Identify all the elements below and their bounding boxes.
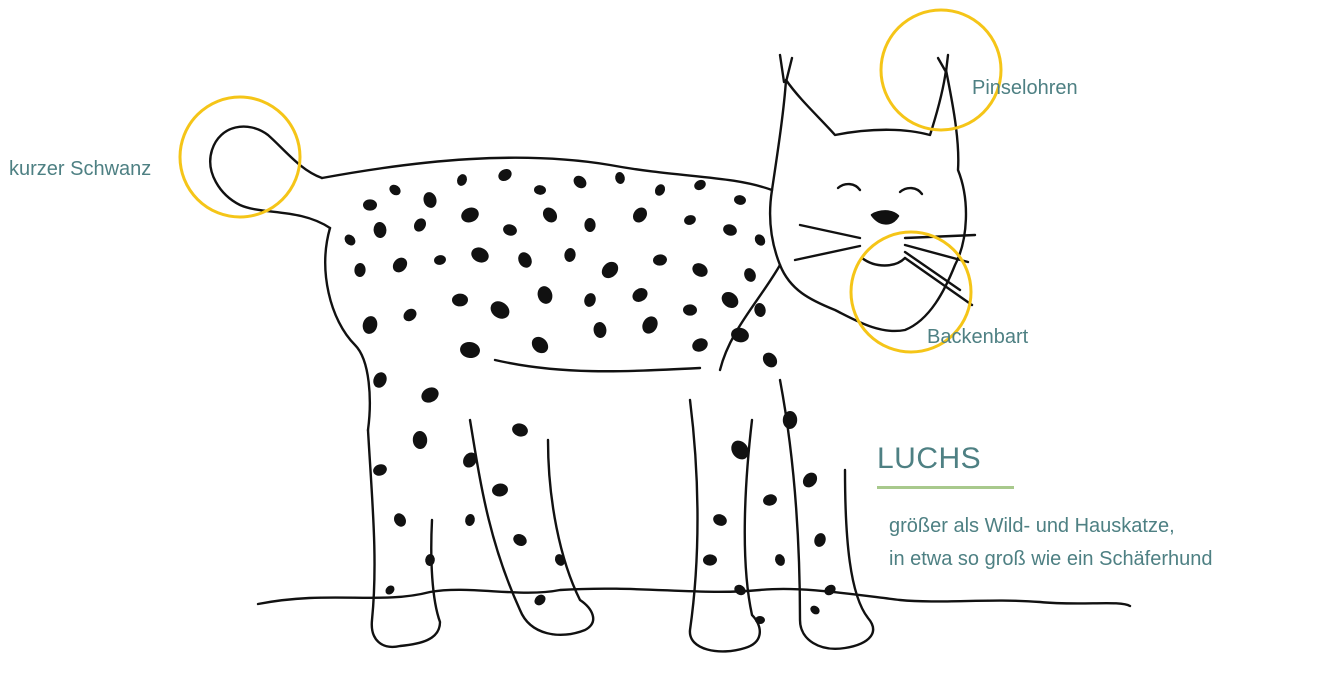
coat-spot <box>425 553 436 566</box>
coat-spot <box>455 173 468 188</box>
coat-spot <box>718 289 741 312</box>
belly-outline <box>495 360 700 371</box>
nose <box>872 211 898 223</box>
coat-spot <box>614 171 626 185</box>
coat-spot <box>534 185 547 196</box>
coat-spot <box>342 232 357 247</box>
species-title: LUCHS <box>877 442 981 476</box>
coat-spot <box>452 293 468 306</box>
mouth <box>862 258 905 266</box>
coat-spot <box>760 350 780 370</box>
coat-spot <box>412 431 427 450</box>
coat-spot <box>653 183 667 198</box>
coat-spot <box>683 304 698 316</box>
head-outline <box>770 70 966 331</box>
coat-spot <box>813 532 828 549</box>
coat-spot <box>630 285 650 305</box>
coat-spot <box>412 216 429 234</box>
coat-spot <box>371 370 389 390</box>
coat-spot <box>800 470 820 490</box>
eye-left <box>838 184 860 190</box>
coat-spot <box>511 532 529 548</box>
coat-spot <box>392 511 409 529</box>
coat-spot <box>703 554 718 566</box>
coat-spot <box>582 292 597 309</box>
annotation-beard: Backenbart <box>927 326 1028 349</box>
coat-spot <box>733 194 746 206</box>
highlight-circle-ears <box>881 10 1001 130</box>
coat-spot <box>563 247 576 263</box>
coat-spot <box>487 298 513 323</box>
coat-spot <box>553 553 567 568</box>
coat-spot <box>469 245 491 266</box>
coat-spot <box>753 232 768 247</box>
coat-spot <box>722 222 739 237</box>
eye-right <box>900 188 922 194</box>
coat-spot <box>742 266 758 283</box>
lynx-spots <box>342 167 837 625</box>
description-line-1: größer als Wild- und Hauskatze, <box>889 510 1213 543</box>
coat-spot <box>652 254 667 267</box>
coat-spot <box>532 592 547 607</box>
coat-spot <box>732 583 747 598</box>
coat-spot <box>363 199 377 210</box>
coat-spot <box>730 326 751 344</box>
coat-spot <box>535 284 554 306</box>
annotation-ears: Pinselohren <box>972 77 1078 100</box>
coat-spot <box>584 218 595 232</box>
coat-spot <box>433 254 447 266</box>
species-description: größer als Wild- und Hauskatze, in etwa … <box>889 510 1213 576</box>
coat-spot <box>773 553 786 568</box>
coat-spot <box>762 493 778 507</box>
coat-spot <box>361 315 379 336</box>
coat-spot <box>401 306 419 324</box>
description-line-2: in etwa so groß wie ein Schäferhund <box>889 543 1213 576</box>
highlight-circle-tail <box>180 97 300 217</box>
coat-spot <box>593 321 608 339</box>
coat-spot <box>419 384 442 405</box>
rear-leg-outer <box>368 430 440 647</box>
coat-spot <box>390 255 410 275</box>
coat-spot <box>809 604 822 616</box>
coat-spot <box>822 583 837 598</box>
coat-spot <box>422 191 439 210</box>
coat-spot <box>630 205 650 225</box>
coat-spot <box>711 512 728 528</box>
coat-spot <box>372 462 389 477</box>
coat-spot <box>510 421 529 438</box>
coat-spot <box>516 250 535 270</box>
coat-spot <box>683 214 697 227</box>
coat-spot <box>502 223 518 237</box>
whiskers-left <box>795 225 860 260</box>
coat-spot <box>373 221 387 238</box>
right-ear-tuft <box>938 55 948 72</box>
title-underline <box>877 486 1014 489</box>
left-ear-tuft <box>780 55 792 82</box>
coat-spot <box>387 183 402 198</box>
front-leg-outer <box>690 400 760 651</box>
coat-spot <box>464 513 476 527</box>
coat-spot <box>459 341 481 360</box>
coat-spot <box>354 263 366 278</box>
annotation-tail: kurzer Schwanz <box>9 158 151 181</box>
coat-spot <box>599 259 622 282</box>
rear-leg-inner <box>470 420 593 635</box>
coat-spot <box>459 205 481 225</box>
coat-spot <box>384 584 397 597</box>
coat-spot <box>639 314 660 337</box>
coat-spot <box>491 482 509 497</box>
coat-spot <box>690 260 710 279</box>
coat-spot <box>571 173 589 191</box>
coat-spot <box>540 205 560 225</box>
coat-spot <box>690 336 710 354</box>
coat-spot <box>496 167 514 184</box>
coat-spot <box>529 334 552 357</box>
rear-outline <box>325 228 369 430</box>
coat-spot <box>692 178 707 192</box>
tail-outline <box>210 127 330 228</box>
